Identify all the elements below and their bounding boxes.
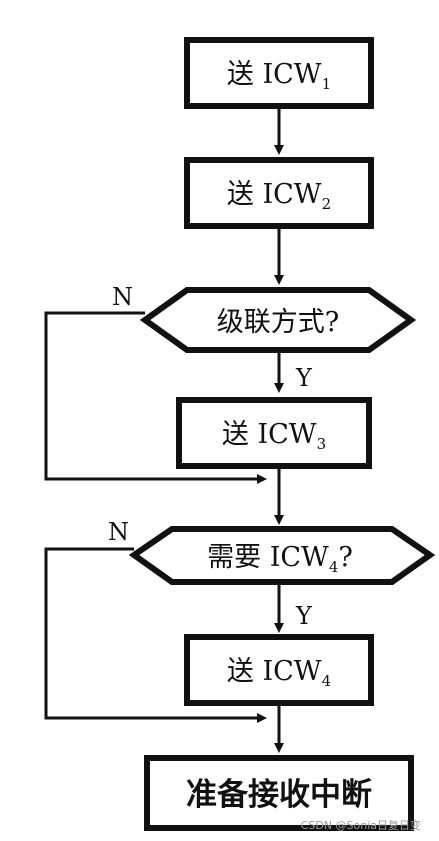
decision-need-icw4: 需要 ICW4? bbox=[128, 526, 436, 585]
decision-need-icw4-label: 需要 ICW4? bbox=[207, 542, 353, 576]
step-send-icw2-label: 送 ICW2 bbox=[227, 179, 331, 213]
branch-label-icw4-no: N bbox=[108, 518, 129, 546]
branch-label-icw4-yes: Y bbox=[295, 602, 313, 630]
branch-label-cascade-no: N bbox=[112, 283, 133, 311]
watermark: CSDN @Sonia日复日变 bbox=[300, 819, 421, 832]
step-send-icw1-label: 送 ICW1 bbox=[227, 59, 331, 93]
decision-cascade-mode-label: 级联方式? bbox=[217, 307, 339, 338]
step-send-icw3-label: 送 ICW3 bbox=[222, 419, 326, 453]
branch-line-icw4-no bbox=[44, 547, 267, 723]
branch-label-cascade-yes: Y bbox=[295, 364, 313, 392]
step-send-icw1: 送 ICW1 bbox=[184, 37, 374, 109]
step-ready-interrupt-label: 准备接收中断 bbox=[186, 777, 372, 813]
step-ready-interrupt: 准备接收中断 bbox=[144, 755, 414, 831]
step-send-icw4: 送 ICW4 bbox=[184, 634, 374, 706]
decision-cascade-mode: 级联方式? bbox=[139, 287, 417, 353]
branch-line-cascade-no bbox=[44, 311, 267, 484]
step-send-icw2: 送 ICW2 bbox=[184, 157, 374, 229]
step-send-icw3: 送 ICW3 bbox=[176, 397, 372, 469]
step-send-icw4-label: 送 ICW4 bbox=[227, 656, 331, 690]
